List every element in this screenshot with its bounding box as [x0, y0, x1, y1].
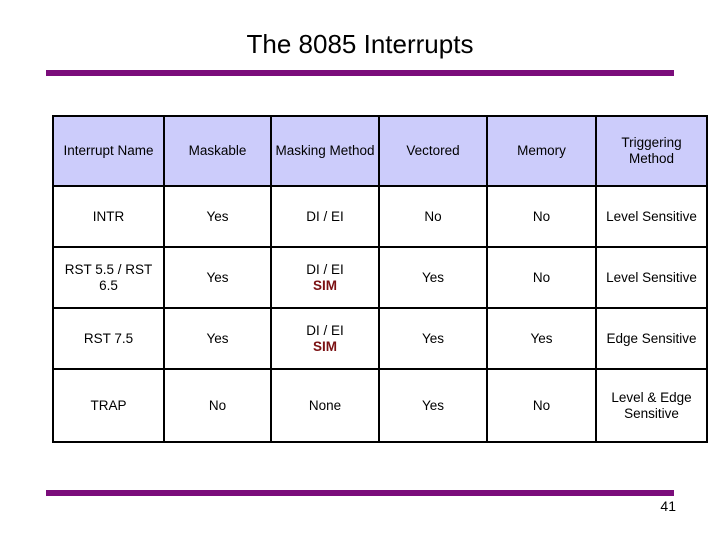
masking-method-sim: SIM	[312, 277, 337, 293]
cell-triggering-method: Level & Edge Sensitive	[595, 368, 708, 443]
title-divider-top	[46, 70, 674, 76]
cell-maskable: No	[163, 368, 272, 443]
cell-vectored: Yes	[378, 246, 488, 309]
cell-maskable: Yes	[163, 185, 272, 248]
cell-vectored: Yes	[378, 307, 488, 370]
page-number: 41	[660, 498, 676, 514]
cell-masking-method: DI / EI	[270, 185, 380, 248]
cell-memory: No	[486, 246, 597, 309]
table-row: TRAP No None Yes No Level & Edge Sensiti…	[52, 368, 708, 443]
column-header-interrupt-name: Interrupt Name	[52, 115, 165, 187]
masking-method-primary: DI / EI	[306, 322, 344, 338]
cell-masking-method: DI / EI SIM	[270, 307, 380, 370]
masking-method-sim: SIM	[312, 338, 337, 354]
cell-masking-method: None	[270, 368, 380, 443]
interrupt-comparison-table: Interrupt Name Maskable Masking Method V…	[52, 115, 708, 443]
cell-vectored: No	[378, 185, 488, 248]
table-row: INTR Yes DI / EI No No Level Sensitive	[52, 185, 708, 248]
cell-masking-method: DI / EI SIM	[270, 246, 380, 309]
masking-method-primary: DI / EI	[306, 261, 344, 277]
cell-triggering-method: Level Sensitive	[595, 246, 708, 309]
column-header-masking-method: Masking Method	[270, 115, 380, 187]
cell-memory: Yes	[486, 307, 597, 370]
cell-maskable: Yes	[163, 246, 272, 309]
column-header-memory: Memory	[486, 115, 597, 187]
column-header-vectored: Vectored	[378, 115, 488, 187]
cell-memory: No	[486, 185, 597, 248]
page-title: The 8085 Interrupts	[246, 29, 474, 59]
interrupt-table-container: Interrupt Name Maskable Masking Method V…	[52, 115, 708, 443]
cell-maskable: Yes	[163, 307, 272, 370]
table-row: RST 5.5 / RST 6.5 Yes DI / EI SIM Yes No…	[52, 246, 708, 309]
column-header-maskable: Maskable	[163, 115, 272, 187]
cell-vectored: Yes	[378, 368, 488, 443]
cell-triggering-method: Edge Sensitive	[595, 307, 708, 370]
table-body: INTR Yes DI / EI No No Level Sensitive R…	[52, 185, 708, 443]
cell-interrupt-name: RST 5.5 / RST 6.5	[52, 246, 165, 309]
masking-method-primary: DI / EI	[306, 208, 344, 224]
footer-divider-bottom	[46, 490, 674, 496]
cell-interrupt-name: RST 7.5	[52, 307, 165, 370]
column-header-triggering-method: Triggering Method	[595, 115, 708, 187]
table-header: Interrupt Name Maskable Masking Method V…	[52, 115, 708, 187]
cell-triggering-method: Level Sensitive	[595, 185, 708, 248]
cell-interrupt-name: TRAP	[52, 368, 165, 443]
cell-memory: No	[486, 368, 597, 443]
table-header-row: Interrupt Name Maskable Masking Method V…	[52, 115, 708, 187]
cell-interrupt-name: INTR	[52, 185, 165, 248]
table-row: RST 7.5 Yes DI / EI SIM Yes Yes Edge Sen…	[52, 307, 708, 370]
